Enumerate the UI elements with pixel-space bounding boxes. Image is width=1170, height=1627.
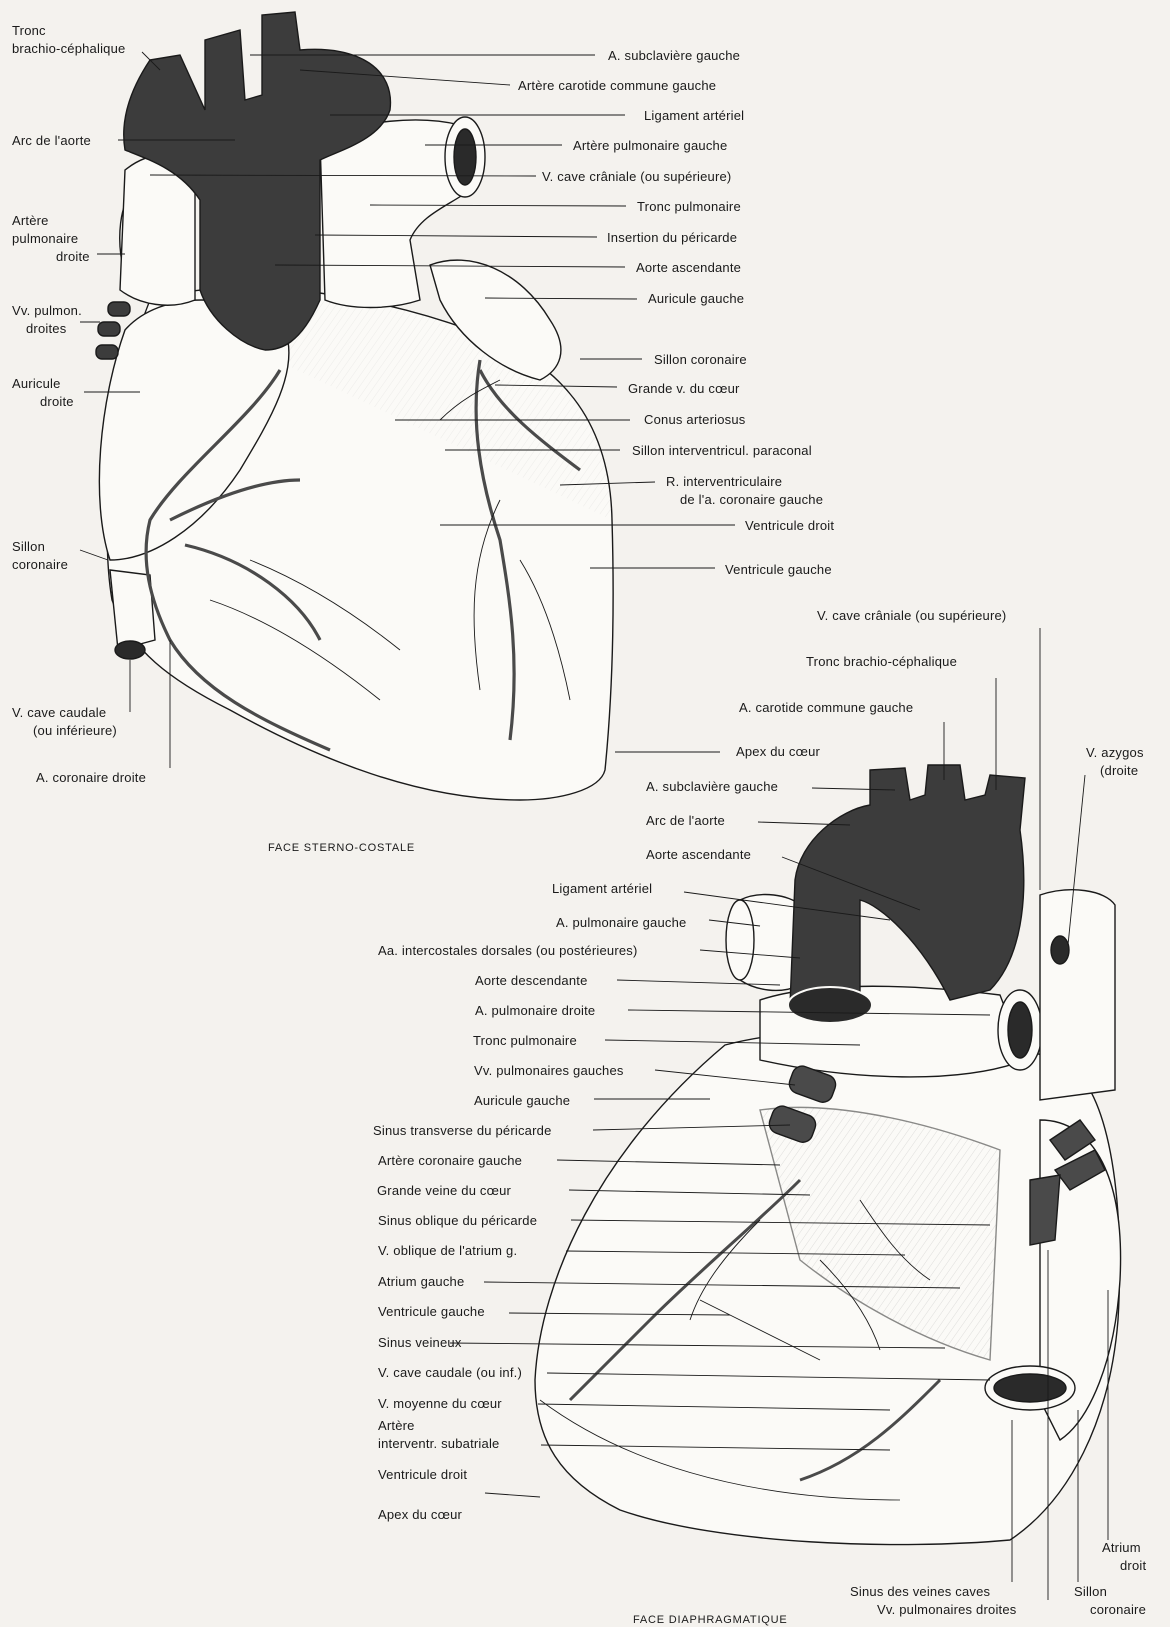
label-back-vv-pulm-dr: Vv. pulmonaires droites	[877, 1601, 1016, 1618]
label-back-art-iv-2: interventr. subatriale	[378, 1435, 499, 1452]
label-back-sinus-obl: Sinus oblique du péricarde	[378, 1212, 537, 1229]
label-sillon-iv: Sillon interventricul. paraconal	[632, 442, 812, 459]
label-vcave-caud-1: V. cave caudale	[12, 704, 106, 721]
label-back-art-iv-1: Artère	[378, 1417, 415, 1434]
label-grande-v: Grande v. du cœur	[628, 380, 740, 397]
label-back-v-moyenne: V. moyenne du cœur	[378, 1395, 502, 1412]
label-sillon-cor: Sillon coronaire	[654, 351, 747, 368]
label-arc-aorte: Arc de l'aorte	[12, 132, 91, 149]
label-azygos-1: V. azygos	[1086, 744, 1144, 761]
label-art-pulm-g: Artère pulmonaire gauche	[573, 137, 727, 154]
label-vcave-cran: V. cave crâniale (ou supérieure)	[542, 168, 731, 185]
label-tronc-bc-1: Tronc	[12, 22, 46, 39]
label-back-a-pulm-g: A. pulmonaire gauche	[556, 914, 686, 931]
label-back-apex: Apex du cœur	[378, 1506, 462, 1523]
label-back-v-oblique: V. oblique de l'atrium g.	[378, 1242, 517, 1259]
label-back-grande-veine: Grande veine du cœur	[377, 1182, 511, 1199]
label-back-ventr-g: Ventricule gauche	[378, 1303, 485, 1320]
back-svc	[1040, 890, 1115, 1100]
label-auricule-g: Auricule gauche	[648, 290, 744, 307]
label-back-sillon-2: coronaire	[1090, 1601, 1146, 1618]
label-tronc-pulm: Tronc pulmonaire	[637, 198, 741, 215]
label-tronc-bc-2: brachio-céphalique	[12, 40, 125, 57]
label-back-auricule-g: Auricule gauche	[474, 1092, 570, 1109]
label-a-coronaire-dr: A. coronaire droite	[36, 769, 146, 786]
label-back-vcave-caud: V. cave caudale (ou inf.)	[378, 1364, 522, 1381]
label-art-pulm-dr-1: Artère	[12, 212, 49, 229]
label-back-ligament: Ligament artériel	[552, 880, 652, 897]
label-ligament: Ligament artériel	[644, 107, 744, 124]
label-ventr-g: Ventricule gauche	[725, 561, 832, 578]
label-sillon-cor-2: coronaire	[12, 556, 68, 573]
label-auricule-dr-2: droite	[40, 393, 74, 410]
label-back-sillon-1: Sillon	[1074, 1583, 1107, 1600]
label-back-ventr-dr: Ventricule droit	[378, 1466, 467, 1483]
label-art-pulm-dr-2: pulmonaire	[12, 230, 78, 247]
label-r-iv-1: R. interventriculaire	[666, 473, 782, 490]
caption-back: FACE DIAPHRAGMATIQUE	[633, 1614, 788, 1626]
label-back-subclav: A. subclavière gauche	[646, 778, 778, 795]
label-back-art-cor-g: Artère coronaire gauche	[378, 1152, 522, 1169]
label-vcave-caud-2: (ou inférieure)	[33, 722, 117, 739]
label-back-tronc-pulm: Tronc pulmonaire	[473, 1032, 577, 1049]
label-vv-pulmon-1: Vv. pulmon.	[12, 302, 82, 319]
label-a-subclaviere: A. subclavière gauche	[608, 47, 740, 64]
label-apex-front: Apex du cœur	[736, 743, 820, 760]
back-descending-aorta-opening	[788, 987, 872, 1023]
label-back-sinus-caves: Sinus des veines caves	[850, 1583, 990, 1600]
label-vv-pulmon-2: droites	[26, 320, 66, 337]
label-back-vcave-cran: V. cave crâniale (ou supérieure)	[817, 607, 1006, 624]
caption-front: FACE STERNO-COSTALE	[268, 842, 415, 854]
label-back-atrium-1: Atrium	[1102, 1539, 1141, 1556]
back-azygos-opening	[1051, 936, 1069, 964]
label-r-iv-2: de l'a. coronaire gauche	[680, 491, 823, 508]
label-back-aorte-desc: Aorte descendante	[475, 972, 588, 989]
label-azygos-2: (droite	[1100, 762, 1138, 779]
label-conus: Conus arteriosus	[644, 411, 745, 428]
label-back-aorte-asc: Aorte ascendante	[646, 846, 751, 863]
label-sillon-cor-1: Sillon	[12, 538, 45, 555]
label-back-arc: Arc de l'aorte	[646, 812, 725, 829]
label-back-carotide: A. carotide commune gauche	[739, 699, 913, 716]
label-back-vv-pulm-g: Vv. pulmonaires gauches	[474, 1062, 624, 1079]
label-aorte-asc: Aorte ascendante	[636, 259, 741, 276]
label-back-atrium-g: Atrium gauche	[378, 1273, 464, 1290]
label-auricule-dr-1: Auricule	[12, 375, 61, 392]
back-aorta	[790, 765, 1025, 1019]
label-insertion: Insertion du péricarde	[607, 229, 737, 246]
label-back-aa-intercost: Aa. intercostales dorsales (ou postérieu…	[378, 942, 638, 959]
label-back-atrium-2: droit	[1120, 1557, 1146, 1574]
label-back-sinus-transv: Sinus transverse du péricarde	[373, 1122, 552, 1139]
label-back-tronc-bc: Tronc brachio-céphalique	[806, 653, 957, 670]
front-heart	[96, 12, 613, 800]
label-back-a-pulm-dr: A. pulmonaire droite	[475, 1002, 595, 1019]
label-art-pulm-dr-3: droite	[56, 248, 90, 265]
label-ventr-dr: Ventricule droit	[745, 517, 834, 534]
label-carotide: Artère carotide commune gauche	[518, 77, 716, 94]
label-back-sinus-vein: Sinus veineux	[378, 1334, 462, 1351]
